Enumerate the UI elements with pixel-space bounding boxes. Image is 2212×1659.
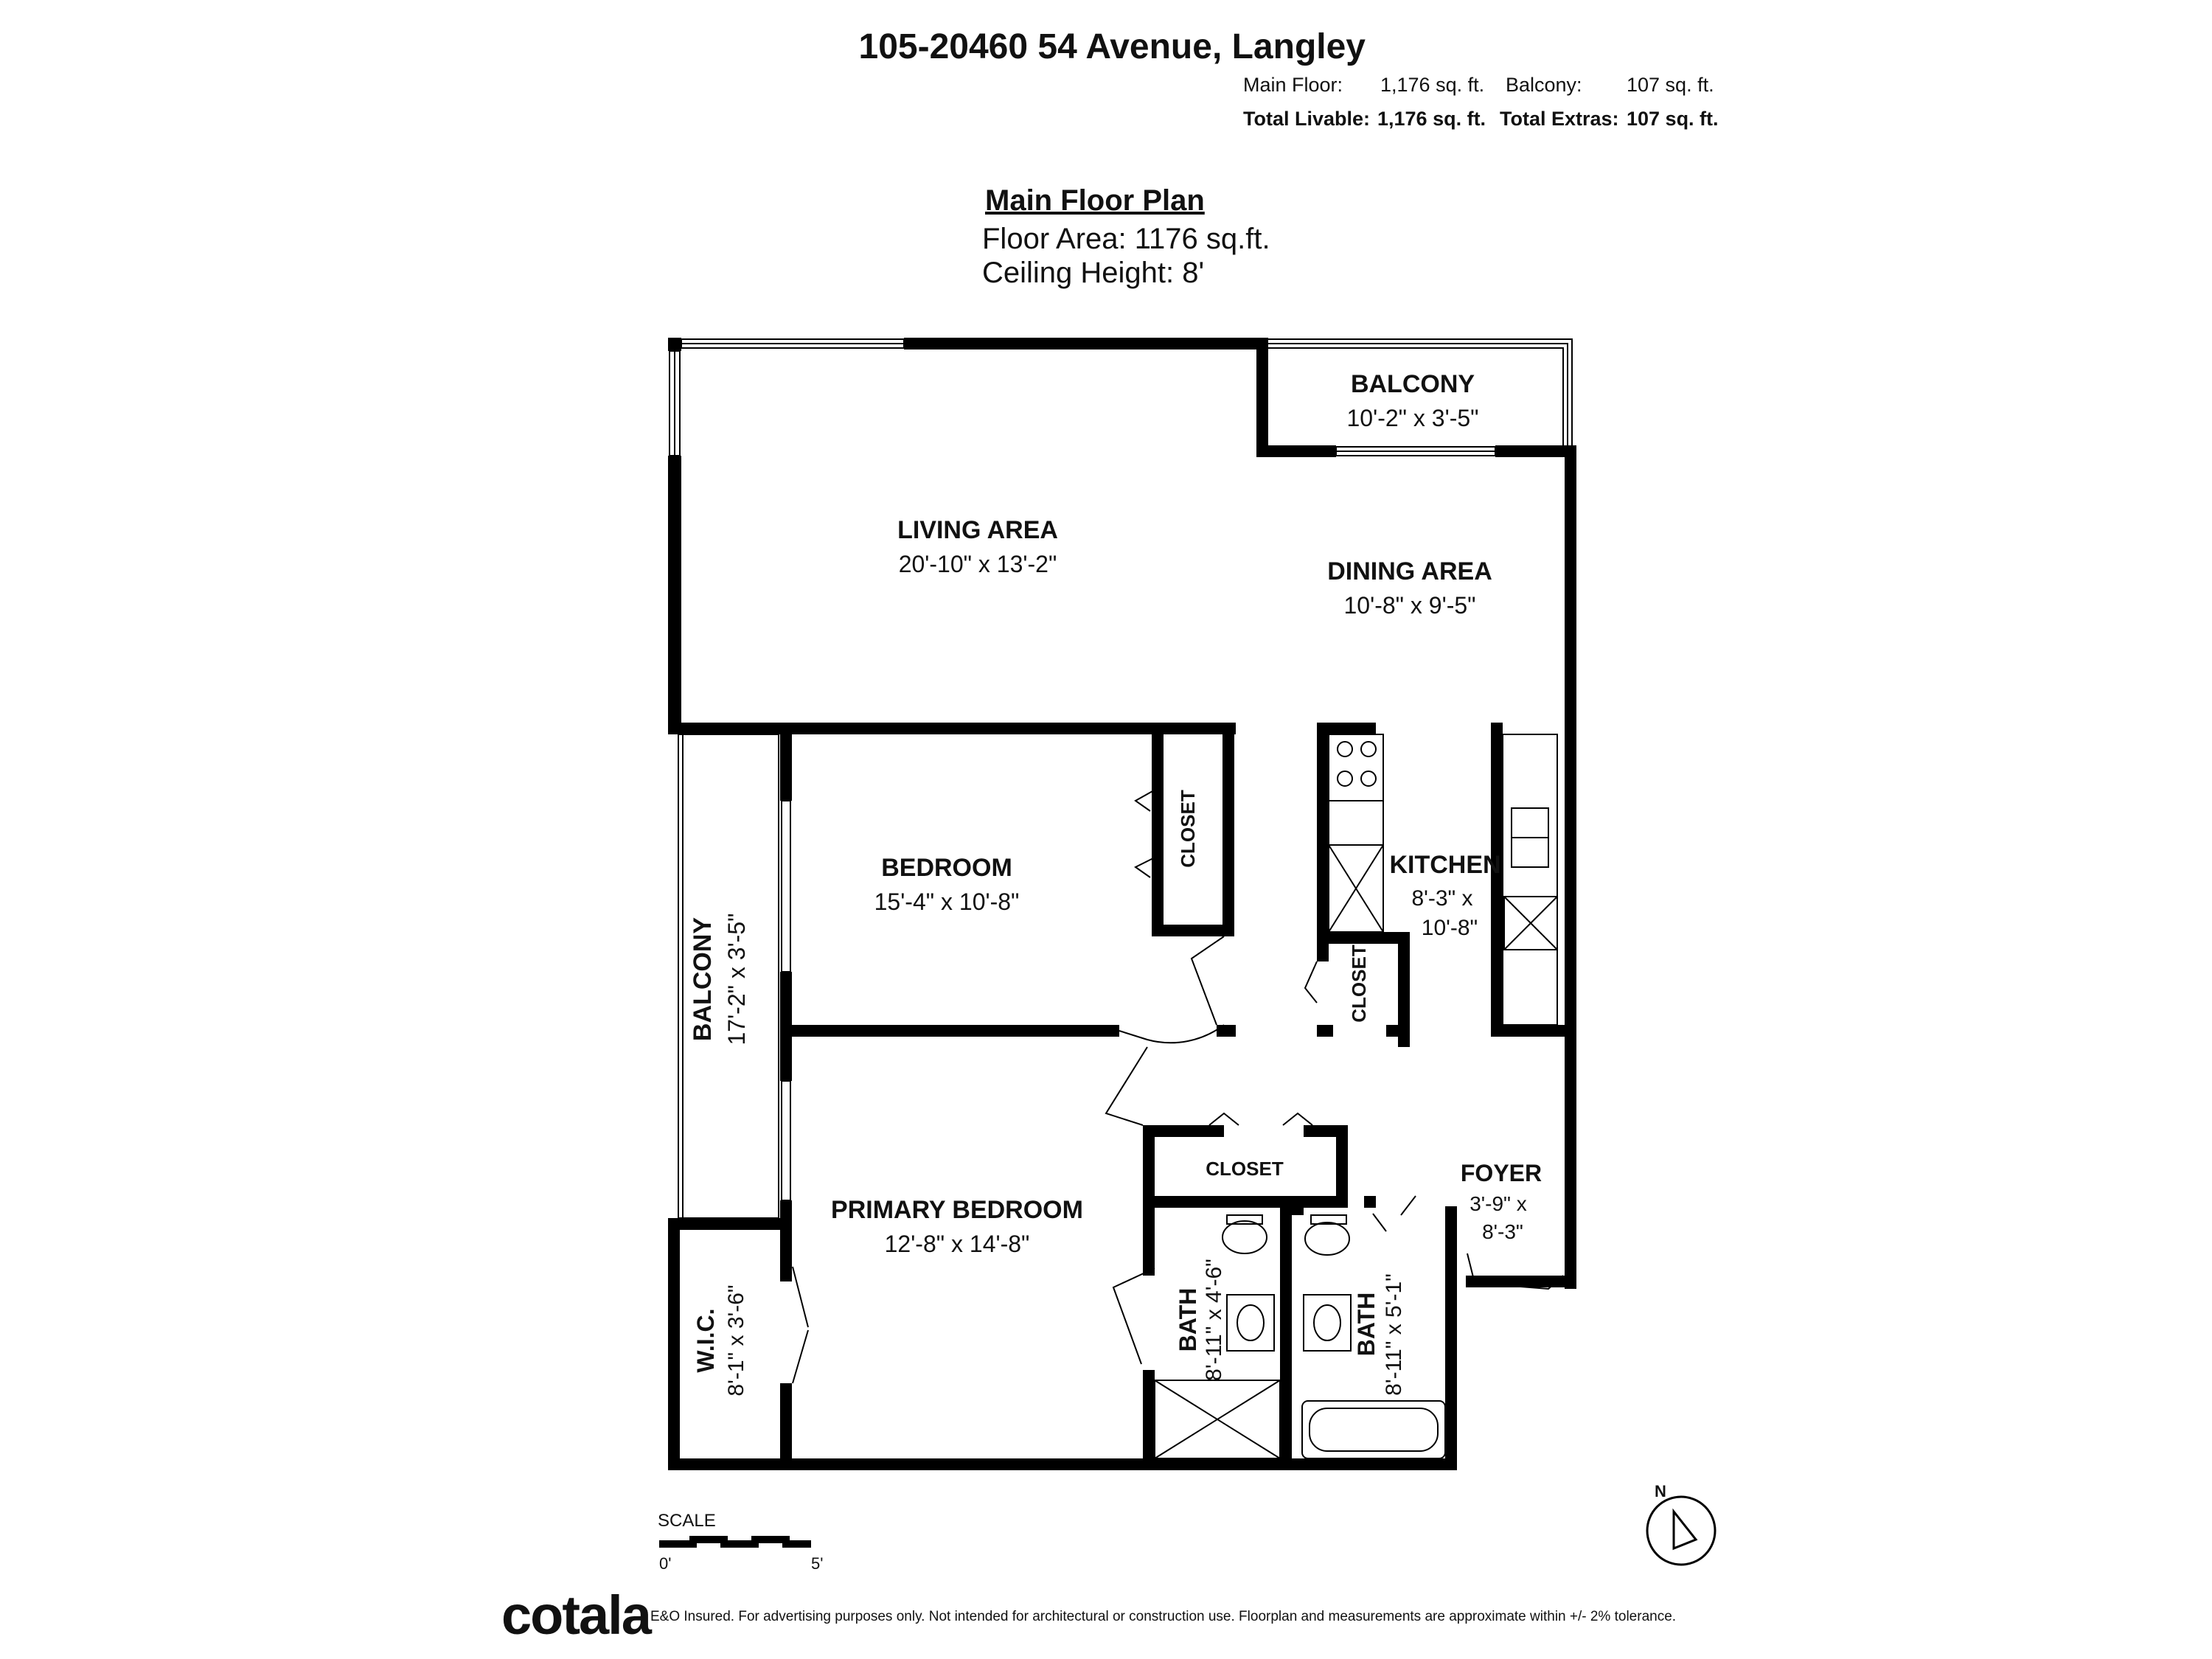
scale-bar: SCALE 0' 5' — [658, 1511, 823, 1573]
property-address: 105-20460 54 Avenue, Langley — [858, 27, 1366, 66]
foyer-dims1: 3'-9" x — [1470, 1192, 1527, 1215]
shower-icon — [1154, 1380, 1281, 1459]
fridge-icon — [1328, 844, 1384, 933]
balcony-side-name: BALCONY — [689, 917, 717, 1041]
total-livable-label: Total Livable: — [1243, 108, 1371, 130]
living-name: LIVING AREA — [897, 516, 1058, 544]
balcony-value: 107 sq. ft. — [1627, 74, 1714, 96]
bath1-dims: 8'-11" x 4'-6" — [1202, 1259, 1226, 1381]
bath2-dims: 8'-11" x 5'-1" — [1382, 1273, 1406, 1396]
closet-hall-name: CLOSET — [1206, 1158, 1284, 1180]
foyer-name: FOYER — [1461, 1160, 1542, 1186]
kitchen-name: KITCHEN — [1389, 851, 1500, 879]
scale-min: 0' — [659, 1554, 671, 1573]
bedroom-dims: 15'-4" x 10'-8" — [874, 888, 1020, 915]
bath2-name: BATH — [1353, 1293, 1380, 1357]
total-extras-value: 107 sq. ft. — [1627, 108, 1719, 130]
toilet-icon-2 — [1304, 1222, 1350, 1256]
bedroom-name: BEDROOM — [881, 854, 1012, 882]
wic-dims: 8'-1" x 3'-6" — [724, 1284, 748, 1396]
balcony-top-name: BALCONY — [1351, 370, 1475, 398]
compass-north: N — [1655, 1482, 1666, 1500]
kitchen-dims2: 10'-8" — [1422, 916, 1478, 940]
living-dims: 20'-10" x 13'-2" — [899, 551, 1057, 577]
bath1-name: BATH — [1175, 1288, 1201, 1352]
header-row-main: Main Floor: 1,176 sq. ft. Balcony: 107 s… — [1243, 74, 1730, 99]
brand-logo: cotala — [501, 1585, 652, 1646]
header-row-totals: Total Livable: 1,176 sq. ft. Total Extra… — [1243, 108, 1730, 133]
total-extras-label: Total Extras: — [1500, 108, 1619, 130]
balcony-side-dims: 17'-2" x 3'-5" — [723, 913, 750, 1045]
total-livable-value: 1,176 sq. ft. — [1377, 108, 1486, 130]
balcony-top-dims: 10'-2" x 3'-5" — [1346, 405, 1478, 431]
north-compass-icon: N — [1646, 1482, 1717, 1566]
plan-title: Main Floor Plan — [985, 184, 1205, 217]
dishwasher-icon — [1503, 896, 1558, 950]
foyer-dims2: 8'-3" — [1482, 1220, 1523, 1243]
dining-name: DINING AREA — [1327, 557, 1492, 585]
primary-dims: 12'-8" x 14'-8" — [885, 1231, 1030, 1257]
vanity-sink-icon — [1226, 1294, 1275, 1352]
vanity-sink-icon-2 — [1303, 1294, 1352, 1352]
ceiling-height: Ceiling Height: 8' — [982, 257, 1205, 289]
closet-bedroom-name: CLOSET — [1177, 790, 1199, 868]
primary-name: PRIMARY BEDROOM — [831, 1196, 1083, 1224]
bathtub-icon — [1301, 1400, 1446, 1459]
exterior-walls — [668, 338, 1576, 1470]
closet-kitchen-name: CLOSET — [1348, 945, 1370, 1023]
stove-icon — [1328, 734, 1384, 801]
room-labels: BALCONY 10'-2" x 3'-5" LIVING AREA 20'-1… — [689, 370, 1542, 1397]
disclaimer: E&O Insured. For advertising purposes on… — [650, 1609, 1677, 1624]
bath-fixtures — [1154, 1214, 1446, 1459]
balcony-label: Balcony: — [1506, 74, 1582, 96]
dining-dims: 10'-8" x 9'-5" — [1343, 592, 1475, 619]
wic-name: W.I.C. — [692, 1308, 719, 1372]
scale-max: 5' — [811, 1554, 823, 1573]
windows — [669, 338, 1573, 1219]
scale-label: SCALE — [658, 1511, 716, 1531]
door-swings — [792, 787, 1564, 1384]
kitchen-dims1: 8'-3" x — [1411, 886, 1472, 911]
main-floor-value: 1,176 sq. ft. — [1380, 74, 1485, 96]
toilet-icon — [1222, 1220, 1267, 1254]
kitchen-fixtures — [1328, 734, 1558, 1026]
floor-area: Floor Area: 1176 sq.ft. — [982, 223, 1270, 255]
main-floor-label: Main Floor: — [1243, 74, 1343, 96]
